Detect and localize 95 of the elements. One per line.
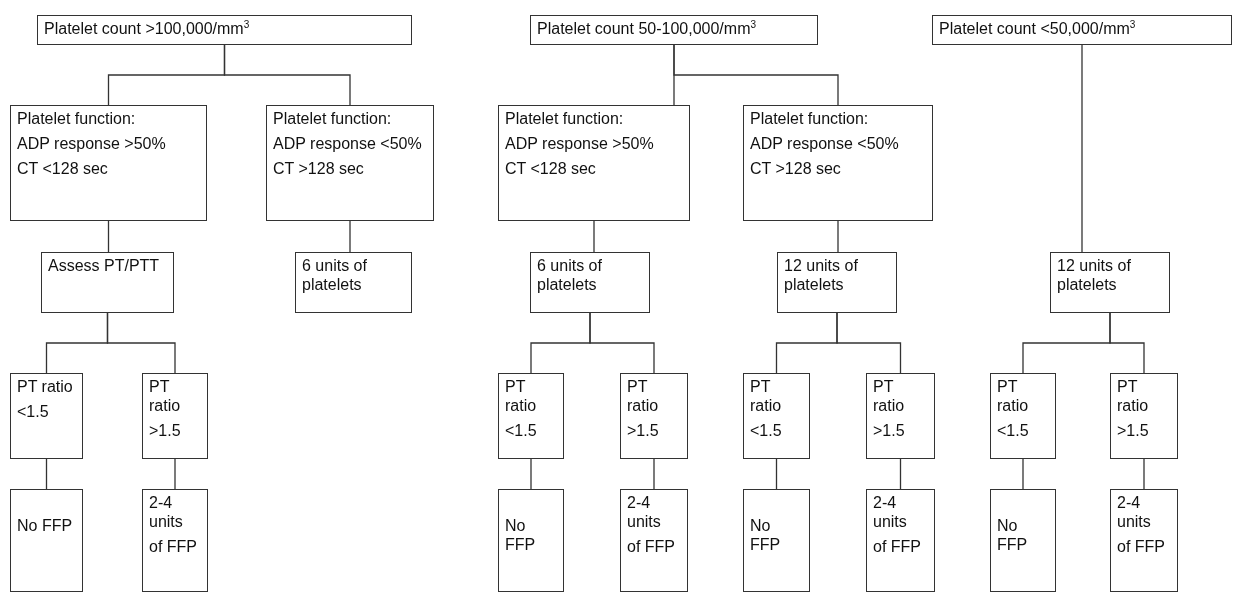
process-box — [777, 252, 897, 313]
process-box — [990, 489, 1056, 592]
process-box — [498, 373, 564, 459]
box-text: ADP response >50% — [505, 134, 655, 153]
box-text: >1.5 — [873, 421, 906, 440]
connector-line — [107, 220, 110, 253]
box-text: PT ratio — [505, 377, 538, 415]
box-text: >1.5 — [627, 421, 660, 440]
box-text: Platelet count >100,000/mm$^{3}$ — [44, 19, 251, 38]
process-box — [1110, 373, 1178, 459]
connector-line — [899, 458, 902, 490]
process-box — [866, 489, 935, 592]
connector-line — [653, 458, 655, 490]
box-text: >1.5 — [1117, 421, 1150, 440]
process-box — [743, 489, 810, 592]
process-box — [932, 15, 1232, 45]
box-text: 2-4 units — [1117, 493, 1152, 531]
process-box — [498, 105, 690, 221]
process-box — [1050, 252, 1170, 313]
box-text: No FFP — [17, 516, 74, 535]
box-text: 2-4 units — [627, 493, 662, 531]
connector-line — [593, 220, 595, 253]
process-box — [1110, 489, 1178, 592]
box-text: <1.5 — [17, 402, 50, 421]
connector-line — [775, 458, 778, 490]
connector-line — [1143, 458, 1145, 490]
box-text: Platelet count <50,000/mm$^{3}$ — [939, 19, 1137, 38]
connector-line — [837, 220, 839, 253]
box-text: PT ratio — [750, 377, 783, 415]
box-text: Platelet count 50-100,000/mm$^{3}$ — [537, 19, 758, 38]
process-box — [41, 252, 174, 313]
box-text: CT >128 sec — [750, 159, 842, 178]
process-box — [990, 373, 1056, 459]
box-text: ADP response >50% — [17, 134, 167, 153]
box-text: No FFP — [505, 516, 537, 554]
box-text: No FFP — [997, 516, 1029, 554]
box-text: PT ratio — [17, 377, 74, 396]
box-text: PT ratio — [627, 377, 660, 415]
box-text: 12 units of platelets — [1057, 256, 1132, 294]
connector-line — [589, 312, 655, 374]
box-text: of FFP — [1117, 537, 1166, 556]
box-text: Platelet function: — [17, 109, 137, 128]
box-text: of FFP — [627, 537, 676, 556]
box-text: 12 units of platelets — [784, 256, 859, 294]
box-text: PT ratio — [149, 377, 182, 415]
connector-line — [1109, 312, 1145, 374]
box-text: 6 units of platelets — [302, 256, 368, 294]
box-text: ADP response <50% — [750, 134, 900, 153]
process-box — [620, 373, 688, 459]
connector-line — [836, 312, 902, 374]
connector-line — [1081, 44, 1083, 253]
process-box — [530, 15, 818, 45]
box-text: PT ratio — [1117, 377, 1150, 415]
box-text: of FFP — [149, 537, 198, 556]
box-text: ADP response <50% — [273, 134, 423, 153]
process-box — [498, 489, 564, 592]
process-box — [743, 105, 933, 221]
box-text: No FFP — [750, 516, 782, 554]
process-box — [10, 105, 207, 221]
box-text: of FFP — [873, 537, 922, 556]
box-text: Platelet function: — [750, 109, 870, 128]
connector-line — [45, 458, 48, 490]
box-text: <1.5 — [505, 421, 538, 440]
box-text: <1.5 — [997, 421, 1030, 440]
connector-line — [1022, 458, 1024, 490]
box-text: 6 units of platelets — [537, 256, 603, 294]
box-text: <1.5 — [750, 421, 783, 440]
box-text: 2-4 units — [873, 493, 908, 531]
process-box — [266, 105, 434, 221]
box-text: PT ratio — [873, 377, 906, 415]
connector-line — [106, 312, 176, 374]
connector-line — [223, 44, 351, 106]
box-text: 2-4 units — [149, 493, 184, 531]
connector-line — [530, 458, 532, 490]
box-text: PT ratio — [997, 377, 1030, 415]
process-box — [866, 373, 935, 459]
process-box — [620, 489, 688, 592]
box-text: Platelet function: — [273, 109, 393, 128]
box-text: CT <128 sec — [505, 159, 597, 178]
connector-line — [673, 44, 839, 106]
process-box — [743, 373, 810, 459]
process-box — [142, 373, 208, 459]
box-text: >1.5 — [149, 421, 182, 440]
process-box — [530, 252, 650, 313]
process-box — [295, 252, 412, 313]
process-box — [10, 489, 83, 592]
process-box — [37, 15, 412, 45]
connector-line — [174, 458, 176, 490]
process-box — [10, 373, 83, 459]
process-box — [142, 489, 208, 592]
box-text: CT <128 sec — [17, 159, 109, 178]
box-text: Platelet function: — [505, 109, 625, 128]
box-text: Assess PT/PTT — [48, 256, 161, 275]
connector-line — [349, 220, 351, 253]
box-text: CT >128 sec — [273, 159, 365, 178]
